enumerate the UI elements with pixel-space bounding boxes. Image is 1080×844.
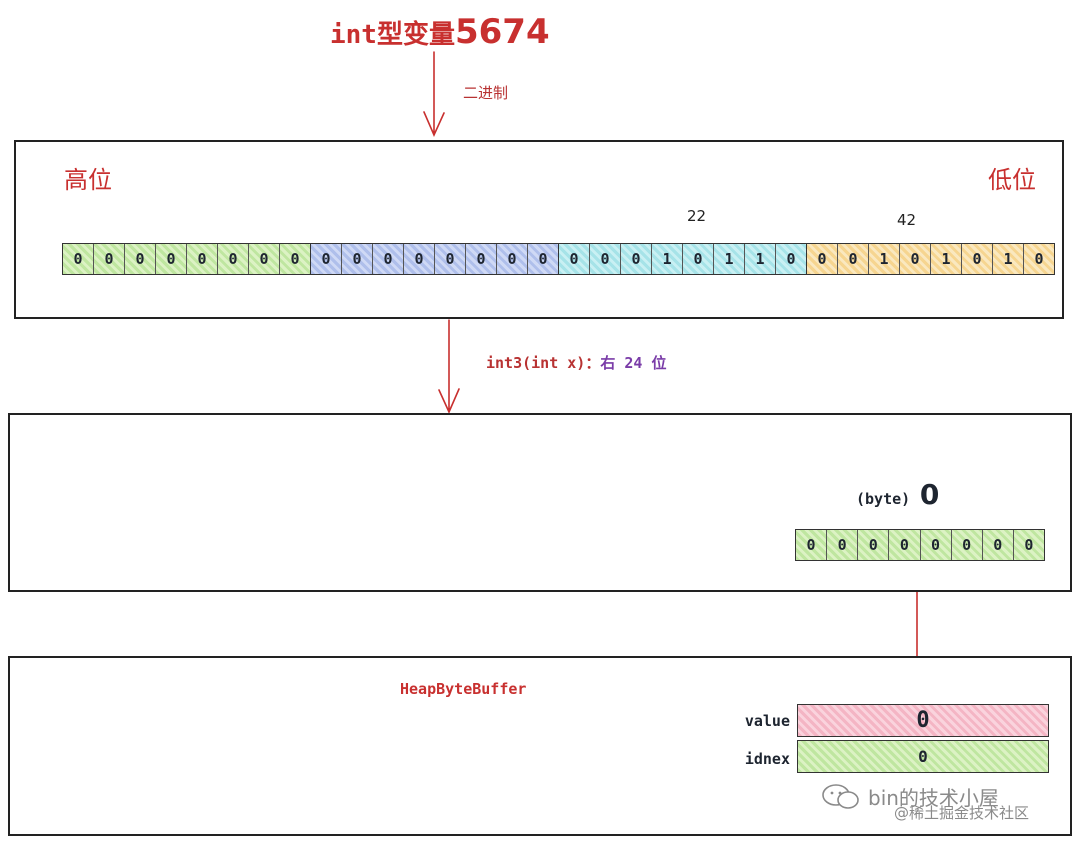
arrow-title-to-binary — [423, 51, 445, 137]
watermark-line1: bin的技术小屋 — [868, 786, 999, 810]
bit-cell: 0 — [249, 244, 280, 274]
bit-cell: 0 — [435, 244, 466, 274]
byte3-value-label: 22 — [687, 207, 707, 225]
bit-cell: 0 — [786, 250, 796, 268]
binary-panel — [14, 140, 1064, 319]
bit-cell: 0 — [218, 244, 249, 274]
bit-cell: 0 — [404, 244, 435, 274]
bit-cell: 0 — [1024, 536, 1034, 554]
watermark-line2: @稀土掘金技术社区 — [894, 804, 1030, 822]
bit-cell: 0 — [1034, 250, 1044, 268]
byte4-value-label: 42 — [897, 211, 917, 229]
bit-cell: 0 — [621, 244, 652, 274]
bit-cell: 0 — [952, 530, 983, 560]
bit-cell: 0 — [94, 244, 125, 274]
bit-cell: 0 — [466, 244, 497, 274]
index-field: 0 — [797, 740, 1049, 773]
bit-cell: 0 — [373, 244, 404, 274]
bit-cell: 0 — [858, 530, 890, 560]
bit-cell: 0 — [497, 244, 528, 274]
bit-cell: 0 — [290, 250, 300, 268]
byte-cast-label: (byte) 0 — [856, 478, 939, 511]
bit-cell: 0 — [900, 244, 931, 274]
bit-cell: 0 — [807, 244, 838, 274]
bit-cell: 0 — [889, 530, 921, 560]
binary-label: 二进制 — [463, 84, 509, 102]
bit-cell: 0 — [983, 530, 1014, 560]
diagram-title: int型变量5674 — [330, 12, 550, 52]
index-field-text: 0 — [918, 747, 928, 766]
high-bit-label: 高位 — [64, 166, 112, 194]
value-field-text: 0 — [916, 708, 930, 733]
shift-desc: 右 24 位 — [600, 354, 667, 372]
shift-label: int3(int x)：右 24 位 — [486, 352, 666, 373]
bit-cell: 0 — [187, 244, 218, 274]
bit-cell: 0 — [342, 244, 373, 274]
bit-cell: 1 — [652, 244, 683, 274]
byte-cast-value: 0 — [919, 478, 940, 511]
low-bit-label: 低位 — [988, 166, 1036, 194]
bit-cell: 0 — [559, 244, 590, 274]
bit-cell: 0 — [683, 244, 714, 274]
title-prefix: int型变量 — [330, 20, 455, 50]
bit-cell: 0 — [125, 244, 156, 274]
bit-cell: 0 — [63, 244, 94, 274]
bit-cell: 0 — [962, 244, 993, 274]
bit-cell: 0 — [311, 244, 342, 274]
bit-cell: 1 — [869, 244, 900, 274]
bit-cell: 1 — [931, 244, 962, 274]
bit-cell: 0 — [838, 244, 869, 274]
buffer-class-name: HeapByteBuffer — [400, 680, 527, 698]
bit-cell: 0 — [921, 530, 952, 560]
shift-call: int3(int x)： — [486, 354, 601, 372]
bit-cell: 1 — [714, 244, 745, 274]
byte-cast-panel — [8, 413, 1072, 592]
bit-cell: 0 — [590, 244, 621, 274]
byte-cast-type: (byte) — [856, 490, 911, 508]
bit-cell: 0 — [796, 530, 828, 560]
index-field-label: idnex — [744, 750, 790, 768]
bit-cell: 0 — [538, 250, 548, 268]
bit-cell: 0 — [827, 530, 859, 560]
bit-cell: 1 — [993, 244, 1024, 274]
title-number: 5674 — [454, 12, 550, 52]
bit-cell: 0 — [156, 244, 187, 274]
wechat-icon — [822, 784, 859, 809]
bit-cell: 1 — [745, 244, 776, 274]
arrow-binary-to-shift — [438, 319, 460, 414]
value-field: 0 — [797, 704, 1049, 737]
value-field-label: value — [744, 712, 790, 730]
